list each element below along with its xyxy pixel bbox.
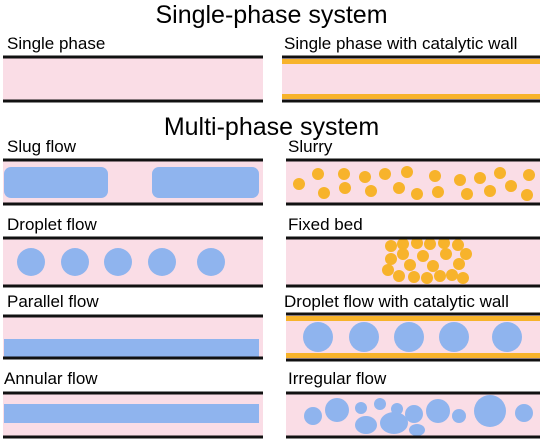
irregular-bubble bbox=[426, 399, 450, 423]
catalyst-particle bbox=[312, 168, 324, 180]
catalyst-particle bbox=[440, 248, 452, 260]
catalyst-particle bbox=[359, 171, 371, 183]
channel-slurry bbox=[286, 158, 540, 206]
catalyst-particle bbox=[397, 238, 409, 250]
channel-parallel-flow bbox=[3, 314, 263, 360]
label-slug-flow: Slug flow bbox=[7, 137, 76, 156]
channel-fill bbox=[3, 57, 263, 101]
multi-phase-heading: Multi-phase system bbox=[163, 113, 380, 141]
catalyst-particle bbox=[457, 272, 469, 284]
channel-droplet-flow-catalytic-wall bbox=[286, 312, 540, 362]
droplet bbox=[61, 248, 89, 276]
catalyst-particle bbox=[379, 168, 391, 180]
catalyst-particle bbox=[318, 187, 330, 199]
catalyst-particle bbox=[397, 248, 409, 260]
channel-annular-flow bbox=[3, 391, 263, 439]
label-single-phase-catalytic-wall: Single phase with catalytic wall bbox=[284, 34, 518, 53]
irregular-bubble bbox=[355, 402, 367, 414]
channel-single-phase-catalytic-wall bbox=[282, 55, 540, 103]
droplet bbox=[17, 248, 45, 276]
irregular-bubble bbox=[452, 409, 466, 423]
catalyst-particle bbox=[293, 178, 305, 190]
catalyst-particle bbox=[432, 186, 444, 198]
label-droplet-flow-catalytic-wall: Droplet flow with catalytic wall bbox=[284, 292, 509, 311]
catalyst-particle bbox=[523, 169, 535, 181]
catalyst-particle bbox=[494, 167, 506, 179]
catalyst-particle bbox=[393, 270, 405, 282]
irregular-bubble bbox=[474, 395, 506, 427]
catalyst-particle bbox=[446, 269, 458, 281]
channel-fixed-bed bbox=[286, 236, 540, 288]
droplet bbox=[349, 322, 379, 352]
catalyst-particle bbox=[505, 180, 517, 192]
catalyst-particle bbox=[408, 271, 420, 283]
irregular-bubble bbox=[325, 398, 349, 422]
channel-single-phase bbox=[3, 55, 263, 103]
droplet bbox=[104, 248, 132, 276]
channel-slug-flow bbox=[3, 158, 263, 206]
catalyst-particle bbox=[385, 253, 397, 265]
label-slurry: Slurry bbox=[288, 137, 333, 156]
catalyst-particle bbox=[401, 166, 413, 178]
second-phase-layer bbox=[4, 339, 259, 357]
irregular-bubble bbox=[405, 405, 423, 423]
irregular-bubble bbox=[515, 404, 533, 422]
droplet bbox=[197, 248, 225, 276]
catalyst-particle bbox=[484, 185, 496, 197]
channel-droplet-flow bbox=[3, 236, 263, 288]
catalyst-particle bbox=[339, 182, 351, 194]
channel-fill bbox=[282, 57, 540, 101]
catalyst-particle bbox=[521, 189, 533, 201]
catalyst-particle bbox=[438, 237, 450, 249]
catalyst-particle bbox=[474, 172, 486, 184]
catalyst-particle bbox=[382, 264, 394, 276]
label-single-phase: Single phase bbox=[7, 34, 106, 53]
irregular-bubble bbox=[304, 407, 322, 425]
catalyst-particle bbox=[411, 188, 423, 200]
catalyst-particle bbox=[460, 248, 472, 260]
catalyst-particle bbox=[429, 170, 441, 182]
channel-irregular-flow bbox=[286, 391, 540, 439]
catalyst-particle bbox=[452, 239, 464, 251]
droplet bbox=[492, 322, 522, 352]
catalyst-particle bbox=[421, 272, 433, 284]
catalyst-particle bbox=[424, 238, 436, 250]
irregular-bubble bbox=[355, 416, 377, 434]
label-parallel-flow: Parallel flow bbox=[7, 292, 99, 311]
catalytic-wall-top bbox=[286, 316, 540, 321]
catalyst-particle bbox=[411, 237, 423, 249]
droplet bbox=[394, 322, 424, 352]
droplet bbox=[303, 322, 333, 352]
label-fixed-bed: Fixed bed bbox=[288, 215, 363, 234]
label-annular-flow: Annular flow bbox=[4, 369, 98, 388]
catalyst-particle bbox=[393, 182, 405, 194]
droplet bbox=[439, 322, 469, 352]
catalyst-particle bbox=[338, 168, 350, 180]
catalyst-particle bbox=[453, 258, 465, 270]
catalyst-particle bbox=[385, 240, 397, 252]
irregular-bubble bbox=[374, 398, 386, 410]
label-irregular-flow: Irregular flow bbox=[288, 369, 387, 388]
catalytic-wall-bottom bbox=[282, 94, 540, 99]
catalyst-particle bbox=[461, 188, 473, 200]
irregular-bubble bbox=[409, 424, 425, 436]
catalyst-particle bbox=[434, 270, 446, 282]
droplet bbox=[148, 248, 176, 276]
catalytic-wall-top bbox=[282, 59, 540, 64]
catalyst-particle bbox=[365, 185, 377, 197]
catalyst-particle bbox=[427, 260, 439, 272]
annular-core bbox=[4, 404, 259, 423]
slug-bubble bbox=[4, 167, 108, 198]
catalyst-particle bbox=[454, 174, 466, 186]
irregular-bubble bbox=[380, 412, 408, 434]
single-phase-heading: Single-phase system bbox=[155, 1, 388, 29]
catalyst-particle bbox=[417, 250, 429, 262]
catalytic-wall-bottom bbox=[286, 353, 540, 358]
catalyst-particle bbox=[404, 259, 416, 271]
label-droplet-flow: Droplet flow bbox=[7, 215, 97, 234]
slug-bubble bbox=[152, 167, 259, 198]
